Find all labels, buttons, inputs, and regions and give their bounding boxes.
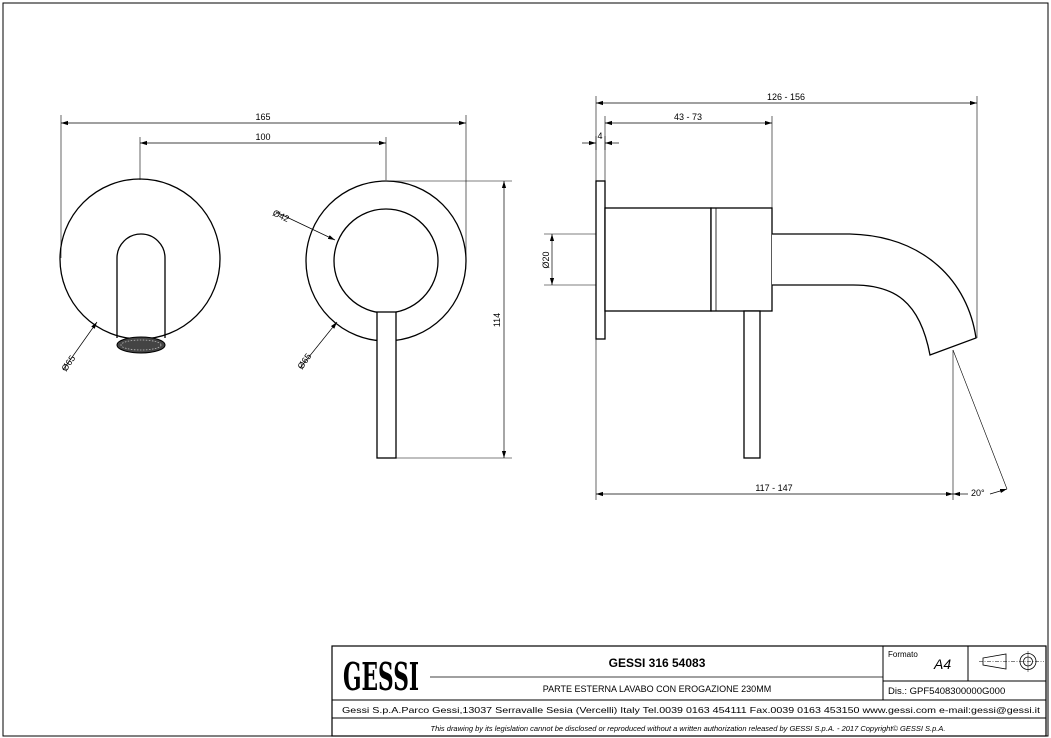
dim-center-distance: 100 — [255, 132, 270, 142]
dim-outlet-angle: 20° — [971, 488, 985, 498]
leader-handle — [275, 211, 336, 241]
spout-wall-plate — [59, 178, 221, 340]
legal-notice: This drawing by its legislation cannot b… — [431, 724, 946, 733]
side-spout — [772, 233, 977, 356]
dim-handle-diameter: Ø42 — [271, 208, 291, 224]
side-body-front — [710, 207, 773, 312]
company-address: Gessi S.p.A.Parco Gessi,13037 Serravalle… — [342, 705, 1041, 715]
front-view-mixer: Ø42 Ø65 — [271, 180, 467, 459]
dim-spout-length: 117 - 147 — [755, 483, 792, 493]
dim-spout-diameter: Ø20 — [541, 251, 551, 268]
dim-total-depth: 126 - 156 — [767, 92, 805, 102]
side-view-dimensions: 126 - 156 43 - 73 4 Ø20 117 - 147 20° — [541, 92, 1008, 500]
title-block: GESSI GESSI 316 54083 PARTE ESTERNA LAVA… — [331, 645, 1047, 737]
front-view-dimensions: 165 100 114 — [60, 112, 512, 459]
dim-body-depth: 43 - 73 — [674, 112, 702, 122]
gessi-logo: GESSI — [343, 654, 419, 699]
format-label: Formato — [888, 650, 918, 659]
dim-plate-diameter-left: Ø65 — [59, 353, 77, 373]
front-view-spout: Ø65 — [59, 178, 221, 373]
mixer-lever — [376, 311, 397, 459]
side-view — [595, 180, 977, 459]
format-value: A4 — [933, 656, 951, 672]
drawing-number: Dis.: GPF5408300000G000 — [888, 686, 1005, 697]
dim-overall-width: 165 — [255, 112, 270, 122]
spout-body-outline — [116, 233, 166, 338]
mixer-handle-hub — [333, 208, 439, 314]
projection-symbol-icon — [979, 651, 1044, 672]
leader-plate-left — [62, 321, 98, 371]
spout-aerator — [116, 336, 166, 354]
product-description: PARTE ESTERNA LAVABO CON EROGAZIONE 230M… — [543, 684, 771, 694]
side-lever — [743, 310, 761, 459]
dim-height: 114 — [492, 313, 502, 327]
leader-plate-right — [299, 321, 338, 369]
dim-plate-thickness: 4 — [597, 131, 602, 141]
product-code: GESSI 316 54083 — [609, 656, 706, 670]
side-wall-plate — [595, 180, 606, 340]
side-body-rear — [604, 207, 712, 312]
